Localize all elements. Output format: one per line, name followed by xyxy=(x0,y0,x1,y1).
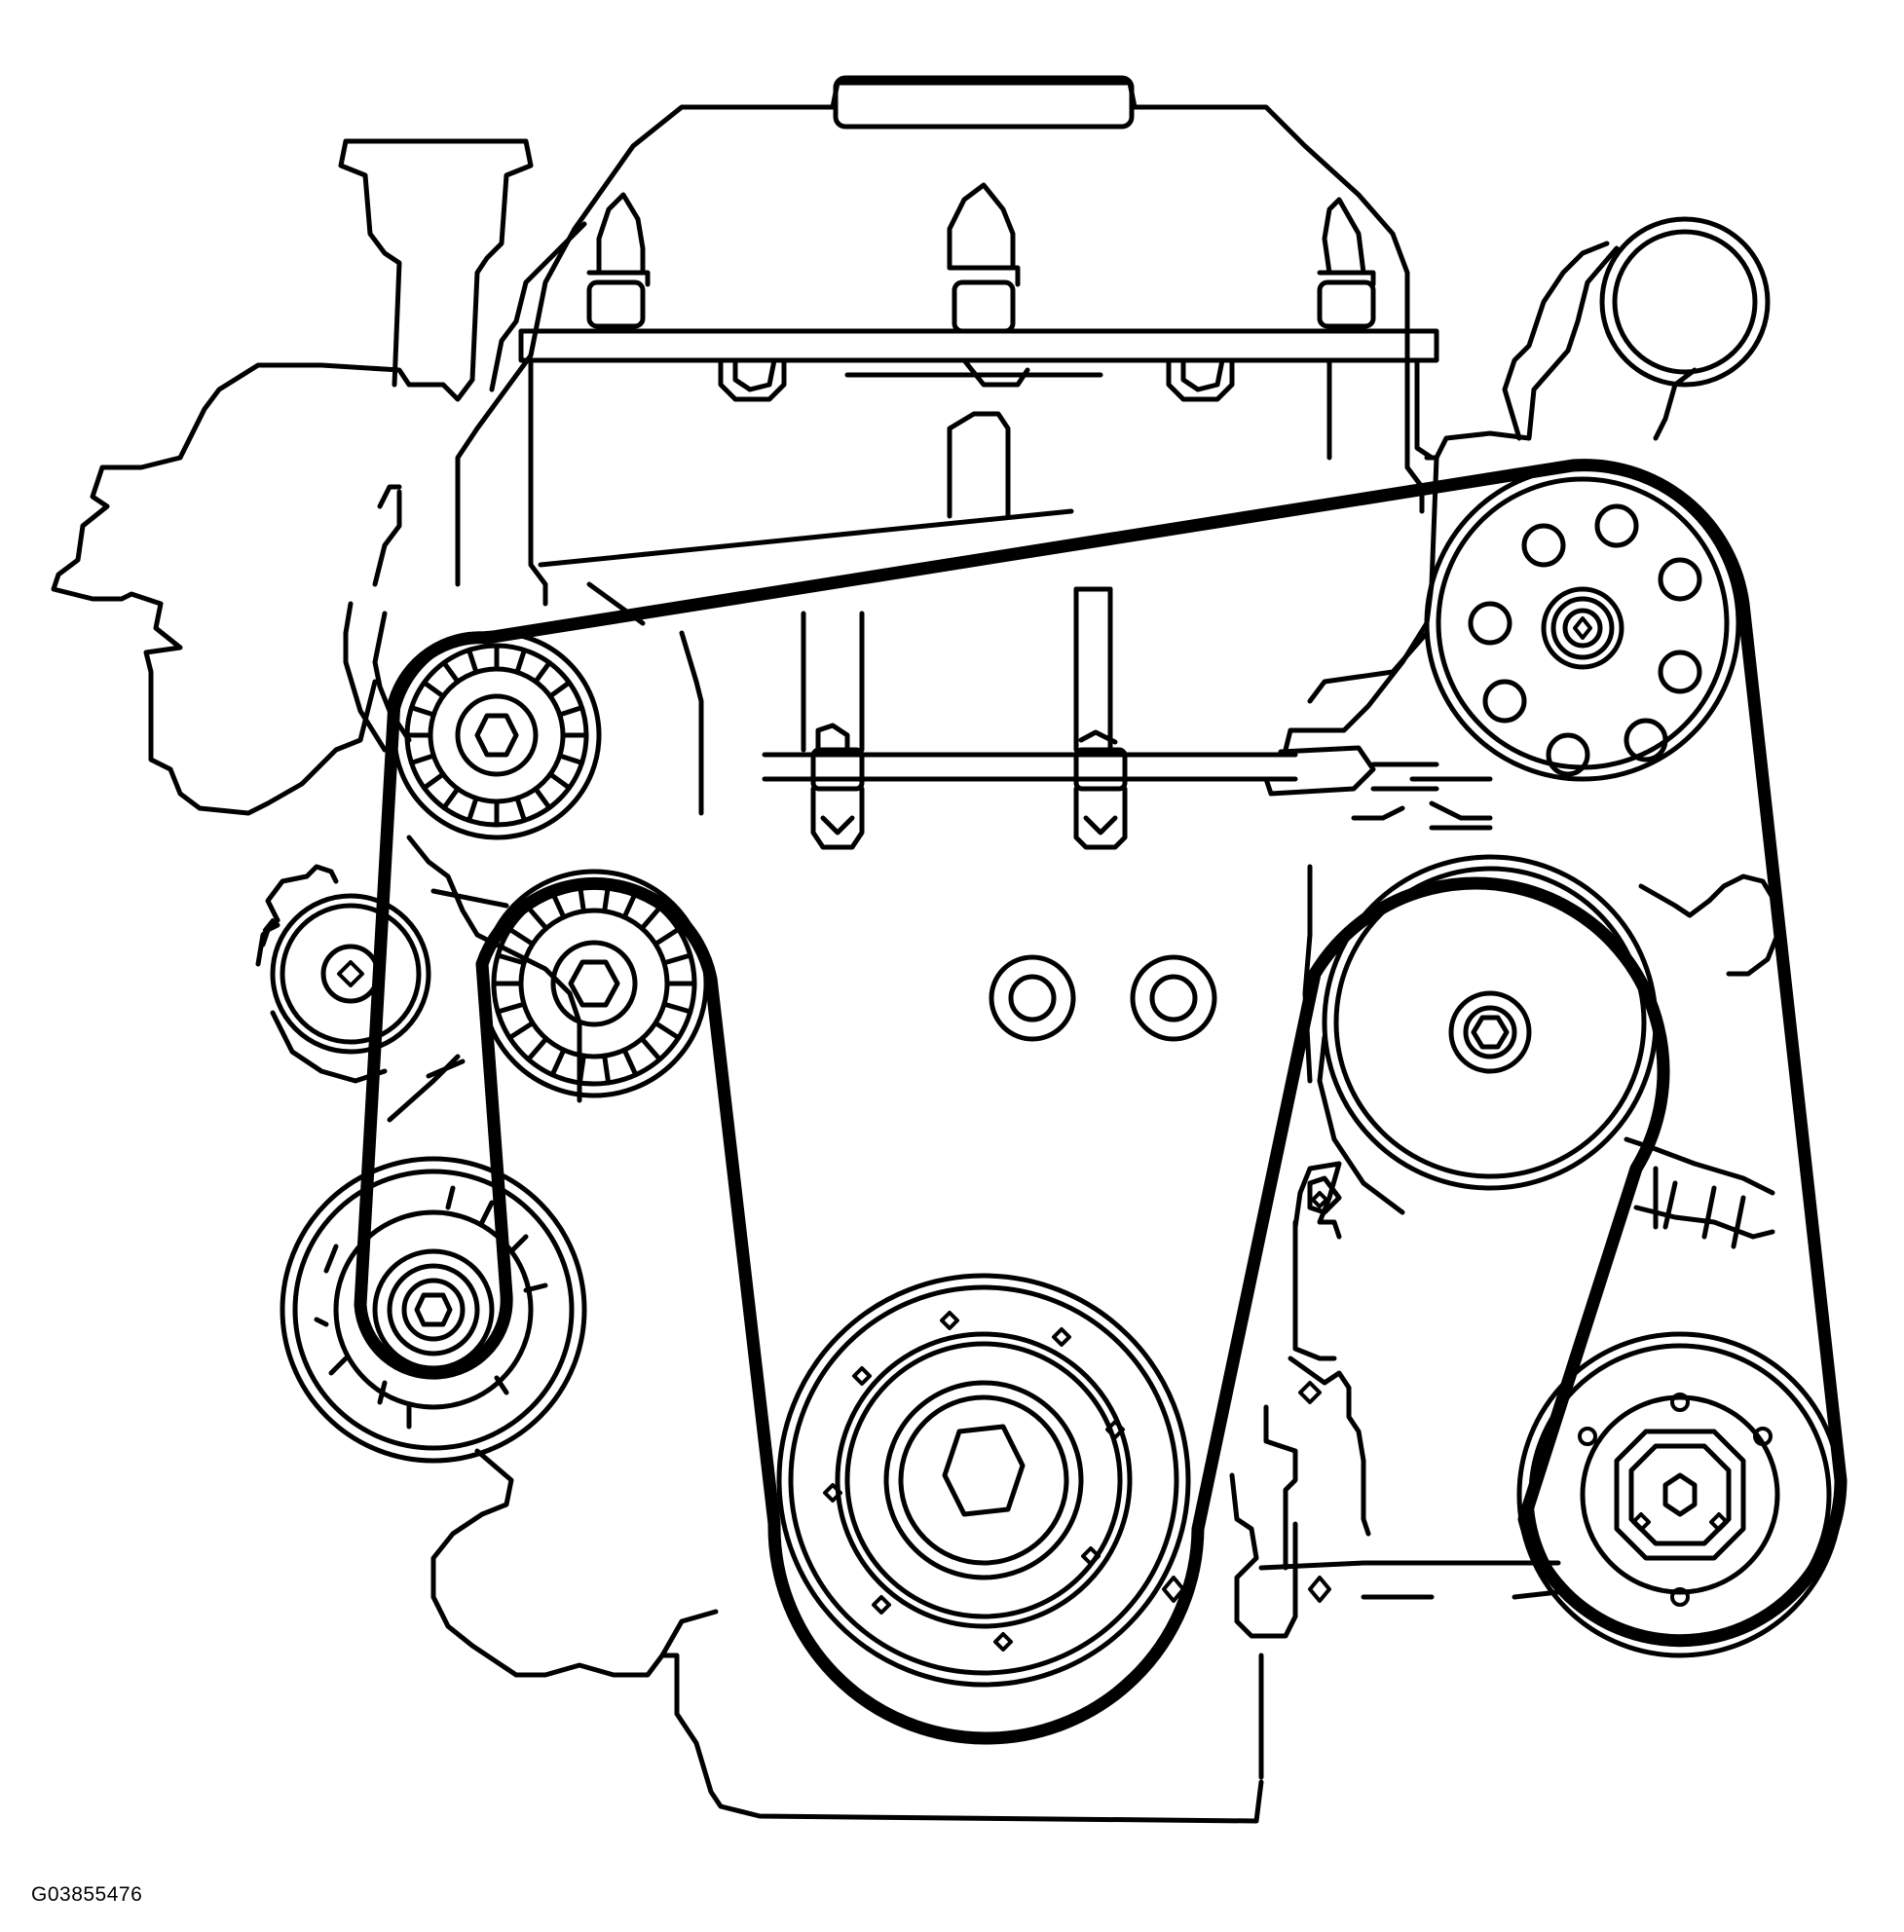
pulley-rib xyxy=(621,1047,639,1078)
pulley-rib xyxy=(661,1001,693,1015)
alternator-pulley xyxy=(280,1156,587,1464)
pulley-rib xyxy=(422,680,446,699)
pulley-rib xyxy=(495,952,527,966)
pulley-rib xyxy=(441,786,461,810)
pulley-rib xyxy=(533,660,552,685)
engine-mount-bosses xyxy=(989,954,1217,1042)
pulley-lightening-holes xyxy=(1468,503,1702,777)
pulley-rib xyxy=(661,952,693,966)
pulley-rib xyxy=(526,1036,549,1062)
fuel-rail xyxy=(762,745,1439,797)
figure-id-label: G03855476 xyxy=(31,1883,143,1906)
oil-filler-cap xyxy=(1599,216,1771,388)
pulley-rib xyxy=(467,648,479,675)
pulley-rib xyxy=(639,1036,662,1062)
upper-idler-pulley xyxy=(392,630,602,840)
alternator-fan-vanes xyxy=(314,1185,548,1430)
engine-block-outline xyxy=(51,75,1780,1824)
serpentine-belt xyxy=(354,459,1848,1745)
pulley-rib xyxy=(409,753,436,765)
injector-right xyxy=(1073,586,1128,850)
spark-plug-boss-center xyxy=(947,182,1021,334)
pulley-rib xyxy=(422,771,446,791)
idler-pulley-ribs xyxy=(404,643,589,828)
block-fasteners xyxy=(1162,1175,1342,1603)
pulley-rib xyxy=(557,753,584,765)
spark-plug-boss-right xyxy=(1317,197,1376,329)
crankshaft-pulley xyxy=(776,1273,1191,1688)
pulley-rib xyxy=(514,796,527,823)
pulley-rib xyxy=(602,1053,612,1086)
pulley-rib xyxy=(533,786,552,810)
pulley-rib xyxy=(639,905,662,931)
pulley-rib xyxy=(506,1021,536,1041)
pulley-rib xyxy=(557,705,584,718)
pulley-rib xyxy=(549,1047,567,1078)
pulley-rib xyxy=(526,905,549,931)
pulley-rib xyxy=(547,771,572,791)
injector-left xyxy=(801,611,865,850)
water-pump-pulley xyxy=(1317,854,1659,1215)
small-left-pulley xyxy=(255,864,431,1084)
pulley-rib xyxy=(495,1001,527,1015)
spark-plug-boss-left xyxy=(586,192,651,329)
pulley-rib xyxy=(547,680,572,699)
pulley-rib xyxy=(653,926,682,947)
pulley-rib xyxy=(467,796,479,823)
pulley-rib xyxy=(441,660,461,685)
pulley-rib xyxy=(514,648,527,675)
pulley-rib xyxy=(409,705,436,718)
pulley-rib xyxy=(506,926,536,947)
pulley-rib xyxy=(577,1053,586,1086)
crankshaft-pulley-bolts xyxy=(823,1311,1125,1652)
pulley-rib xyxy=(653,1021,682,1041)
